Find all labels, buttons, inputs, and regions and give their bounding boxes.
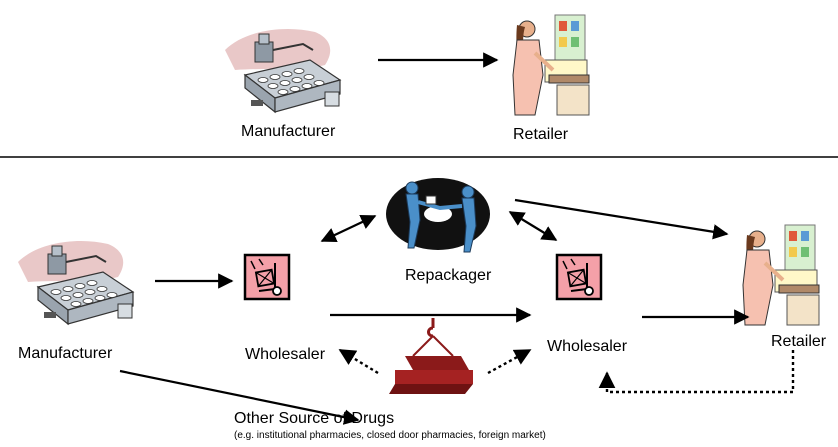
pharmacist-counter-icon <box>511 13 591 117</box>
flow-arrow <box>119 369 360 425</box>
bidirectional-arrow <box>508 211 558 241</box>
factory-conveyor-icon <box>17 240 134 325</box>
manufacturer-label-bottom: Manufacturer <box>18 345 113 362</box>
factory-conveyor-icon <box>224 28 341 113</box>
other-source-label: Other Source of Drugs <box>234 410 395 427</box>
hand-truck-box-icon <box>555 253 603 301</box>
dashed-arrow <box>487 348 532 375</box>
dashed-return-arrow <box>598 350 795 394</box>
bidirectional-arrow <box>320 214 377 243</box>
repackager-label: Repackager <box>405 267 492 284</box>
retailer-label-bottom: Retailer <box>771 333 827 350</box>
crane-hook-crate-icon <box>389 318 473 394</box>
retailer-label-top: Retailer <box>513 126 569 143</box>
flow-arrow <box>514 198 729 240</box>
pharmacist-counter-icon <box>741 223 821 327</box>
dashed-arrow <box>338 348 379 375</box>
manufacturer-label-top: Manufacturer <box>241 123 336 140</box>
wholesaler-right-label: Wholesaler <box>547 338 628 355</box>
hand-truck-box-icon <box>243 253 291 301</box>
handshake-icon <box>386 178 490 253</box>
wholesaler-left-label: Wholesaler <box>245 346 326 363</box>
other-source-note: (e.g. institutional pharmacies, closed d… <box>234 430 546 441</box>
